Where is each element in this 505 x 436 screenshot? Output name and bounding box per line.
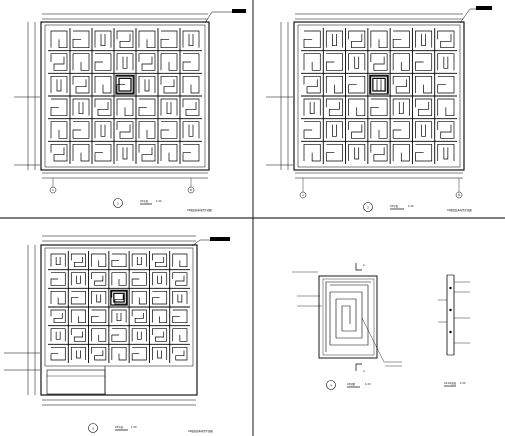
panel-3-number: 3 xyxy=(92,427,94,431)
panel-4-section-mark-bottom: A xyxy=(363,370,365,373)
panel-3-caption: XX楼层结构布置平面图 xyxy=(188,429,213,433)
section-title: XX-XX剖面 xyxy=(444,381,457,385)
panel-1-heating-pipe-grid xyxy=(48,28,202,164)
panel-2-title: XX平面 xyxy=(390,204,399,208)
panel-2-scale: 1:XX xyxy=(408,205,414,208)
panel-1-title: XX平面 xyxy=(140,199,149,203)
panel-1-axis-right: B xyxy=(190,189,192,192)
panel-2-axis-left: A xyxy=(302,194,304,197)
panel-4-detail: A A 4 XX详图 1:XX xyxy=(292,263,402,390)
section-scale: 1:XX xyxy=(460,382,466,385)
panel-2-caption: XX楼层结构布置平面图 xyxy=(447,208,472,212)
panel-3-scale: 1:XX xyxy=(131,426,137,429)
section-detail: XX-XX剖面 1:XX xyxy=(438,274,470,387)
panel-4-title: XX详图 xyxy=(347,382,356,386)
panel-1-caption: XX楼层结构布置平面图 xyxy=(187,208,212,212)
panel-1-floor-plan: A B 1 XX平面 1:XX XX楼层结构布置平面图 xyxy=(14,9,246,212)
panel-4-number: 4 xyxy=(330,384,332,388)
panel-2-heating-pipe-grid xyxy=(301,28,457,164)
panel-3-title: XX平面 xyxy=(115,425,124,429)
panel-2-floor-plan: A B 2 XX平面 1:XX XX楼层结构布置平面图 xyxy=(266,6,492,212)
panel-1-scale: 1:XX xyxy=(156,200,162,203)
panel-3-floor-plan: 3 XX平面 1:XX XX楼层结构布置平面图 xyxy=(4,235,230,433)
panel-2-axis-right: B xyxy=(458,194,460,197)
panel-1-axis-left: A xyxy=(52,189,54,192)
panel-4-scale: 1:XX xyxy=(365,383,371,386)
panel-4-section-mark-top: A xyxy=(363,264,365,267)
panel-2-number: 2 xyxy=(367,206,369,210)
panel-1-number: 1 xyxy=(117,202,119,206)
panel-3-heating-pipe-grid xyxy=(48,251,190,363)
